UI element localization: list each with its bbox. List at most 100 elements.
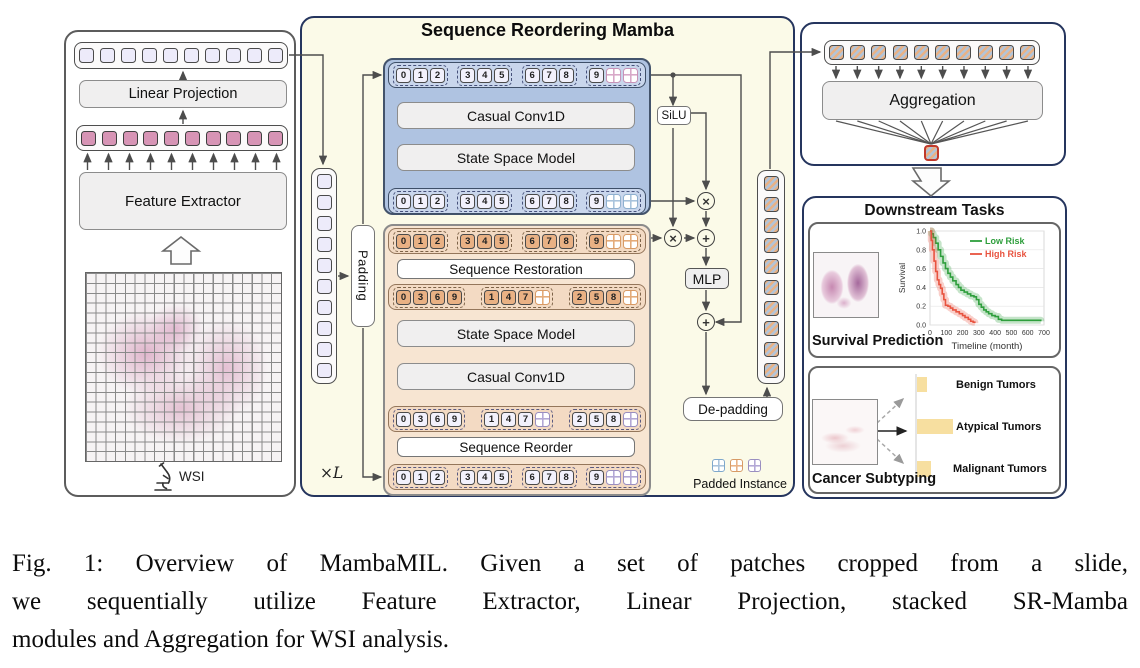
downstream-title: Downstream Tasks	[864, 202, 1005, 219]
patch-token	[316, 363, 332, 378]
svg-text:0.4: 0.4	[916, 285, 926, 292]
malignant-bar	[917, 461, 932, 477]
patch-token: 2	[430, 193, 445, 209]
patch-token	[892, 45, 908, 60]
patch-token: 5	[589, 411, 604, 427]
patch-token	[247, 130, 263, 146]
mlp-label: MLP	[692, 270, 722, 287]
patch-token: 3	[460, 67, 476, 83]
feature-token-row	[76, 125, 288, 151]
slide-representation-token	[924, 145, 939, 161]
patch-token: 4	[477, 469, 493, 485]
patch-token	[316, 174, 332, 189]
svg-text:500: 500	[1006, 330, 1018, 337]
subtyping-wsi-thumbnail	[812, 399, 878, 465]
patch-token: 8	[558, 469, 574, 485]
patch-token: 9	[588, 193, 604, 209]
patch-token	[763, 342, 779, 358]
patch-token	[935, 45, 951, 60]
patch-token: 1	[413, 233, 428, 249]
sequence-restoration-box: Sequence Restoration	[397, 259, 635, 279]
padded-token	[605, 233, 621, 249]
projected-token-row	[74, 42, 288, 69]
orange-ssm-label: State Space Model	[456, 325, 576, 342]
patch-token: 9	[588, 469, 604, 485]
patch-token: 6	[524, 193, 540, 209]
svg-text:100: 100	[940, 330, 952, 337]
patch-token	[763, 300, 779, 316]
patch-token	[184, 48, 199, 63]
patch-token	[763, 217, 779, 233]
feature-extractor-label: Feature Extractor	[125, 192, 241, 210]
patch-token: 8	[558, 233, 574, 249]
patch-token	[998, 45, 1014, 60]
patch-token: 3	[460, 469, 476, 485]
patch-token	[121, 48, 136, 63]
patch-token	[164, 130, 180, 146]
svg-text:Timeline (month): Timeline (month)	[952, 341, 1023, 352]
patch-token	[316, 195, 332, 210]
svg-text:200: 200	[957, 330, 969, 337]
linear-projection-label: Linear Projection	[128, 86, 238, 102]
patch-token: 9	[588, 67, 604, 83]
sequence-restoration-label: Sequence Restoration	[449, 261, 583, 277]
patch-token: 6	[430, 411, 445, 427]
svg-text:300: 300	[973, 330, 985, 337]
aggregation-input-row	[824, 40, 1040, 65]
patch-token: 6	[524, 469, 540, 485]
padding-label: Padding	[355, 250, 371, 302]
padded-instance-blue-icon	[712, 459, 725, 472]
survival-box	[808, 222, 1061, 358]
funnel-line	[930, 120, 986, 145]
patch-token: 7	[541, 233, 557, 249]
blue-ssm-box: State Space Model	[397, 144, 635, 171]
depadding-box: De-padding	[683, 397, 783, 421]
subtyping-dashed-arrow-bottom	[876, 438, 905, 465]
padded-token	[605, 67, 621, 83]
patch-token	[1019, 45, 1035, 60]
funnel-line	[930, 120, 965, 145]
malignant-label: Malignant Tumors	[953, 463, 1047, 475]
patch-token: 4	[501, 411, 516, 427]
depadding-label: De-padding	[698, 401, 768, 417]
patch-token: 0	[396, 233, 411, 249]
patch-token: 1	[413, 193, 428, 209]
padded-token	[622, 469, 638, 485]
patch-token	[977, 45, 993, 60]
figure-caption: Fig. 1: Overview of MambaMIL. Given a se…	[12, 545, 1128, 659]
patch-token: 0	[396, 67, 411, 83]
patch-token: 3	[460, 233, 476, 249]
svg-text:Low Risk: Low Risk	[985, 236, 1026, 246]
caption-line-3: modules and Aggregation for WSI analysis…	[12, 626, 449, 653]
atypical-bar	[917, 419, 953, 434]
patch-token	[763, 259, 779, 275]
figure-1: Linear Projection Feature Extractor WSI …	[64, 16, 1067, 499]
patch-token: 0	[396, 469, 411, 485]
padded-token	[623, 411, 638, 427]
feature-extractor-box: Feature Extractor	[79, 172, 287, 230]
patch-token	[763, 279, 779, 295]
patch-token: 0	[396, 289, 411, 305]
add-node-icon: +	[697, 313, 715, 331]
multiply-node-icon: ×	[697, 192, 715, 210]
patch-token	[79, 48, 94, 63]
patch-token	[316, 258, 332, 273]
wsi-label: WSI	[179, 469, 205, 484]
patch-token: 6	[524, 233, 540, 249]
funnel-line	[835, 120, 932, 145]
mlp-box: MLP	[685, 268, 729, 289]
patch-token: 2	[572, 289, 587, 305]
patch-token	[956, 45, 972, 60]
